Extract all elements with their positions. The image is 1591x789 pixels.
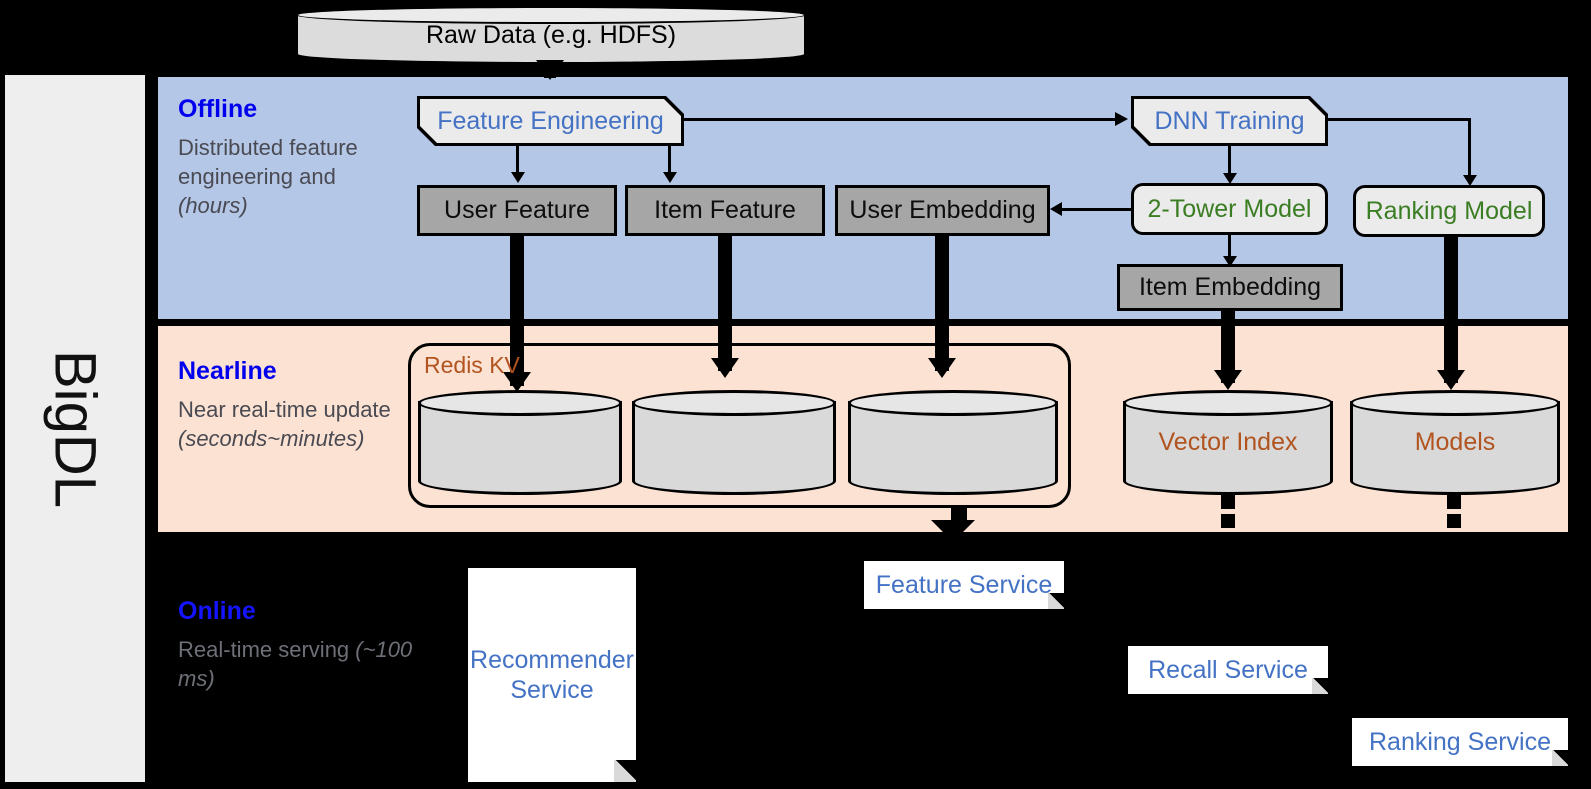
item-embedding-node[interactable]: Item Embedding bbox=[1117, 264, 1343, 311]
page-fold-icon bbox=[1048, 593, 1064, 609]
online-title: Online bbox=[178, 597, 256, 625]
pipe-userfeature-arrowhead bbox=[503, 372, 531, 392]
cylinder-top bbox=[632, 390, 836, 416]
redis-cylinder-user-feature bbox=[418, 390, 622, 495]
vector-index-label: Vector Index bbox=[1158, 428, 1298, 456]
ranking-model-label: Ranking Model bbox=[1365, 196, 1533, 225]
edge-fe-userfeature bbox=[516, 146, 519, 176]
edge-dnn-twotower-arrowhead bbox=[1223, 173, 1237, 184]
nearline-section-caption: Nearline Near real-time update (seconds~… bbox=[178, 357, 428, 453]
user-embedding-node[interactable]: User Embedding bbox=[835, 185, 1050, 236]
page-fold-icon bbox=[1552, 750, 1568, 766]
pipe-vectorindex-dash-2 bbox=[1221, 514, 1235, 528]
raw-data-label: Raw Data (e.g. HDFS) bbox=[425, 20, 677, 49]
offline-nearline-divider bbox=[158, 319, 1568, 326]
item-embedding-label: Item Embedding bbox=[1138, 273, 1322, 301]
pipe-userembedding-arrowhead bbox=[928, 358, 956, 378]
cylinder-body bbox=[848, 401, 1058, 495]
feature-service-label: Feature Service bbox=[875, 570, 1053, 599]
online-section-caption: Online Real-time serving (~100 ms) bbox=[178, 597, 428, 693]
cylinder-body bbox=[1350, 401, 1560, 495]
user-embedding-label: User Embedding bbox=[849, 196, 1036, 224]
pipe-userembedding-redis bbox=[935, 236, 949, 371]
redis-kv-label: Redis KV bbox=[424, 352, 520, 378]
bigdl-label: BigDL bbox=[42, 349, 108, 508]
item-feature-node[interactable]: Item Feature bbox=[625, 185, 825, 236]
pipe-rankingmodel-models bbox=[1444, 237, 1458, 383]
nearline-subtitle: Near real-time update (seconds~minutes) bbox=[178, 396, 391, 451]
recommender-service-label: Recommender Service bbox=[470, 645, 634, 705]
page-fold-icon bbox=[1312, 678, 1328, 694]
pipe-redis-featureservice-arrowhead bbox=[931, 520, 975, 542]
pipe-itemembedding-vectorindex bbox=[1221, 311, 1235, 383]
pipe-models-dash-2 bbox=[1447, 514, 1461, 528]
edge-dnn-rankingmodel-v bbox=[1468, 118, 1471, 180]
raw-data-cylinder: Raw Data (e.g. HDFS) bbox=[296, 6, 806, 64]
two-tower-model-label: 2-Tower Model bbox=[1147, 194, 1312, 223]
ranking-model-node[interactable]: Ranking Model bbox=[1353, 185, 1545, 237]
edge-twotower-userembedding-arrowhead bbox=[1050, 202, 1062, 216]
models-label: Models bbox=[1414, 428, 1496, 456]
nearline-online-divider bbox=[158, 532, 1568, 539]
cylinder-top bbox=[1350, 390, 1560, 416]
pipe-itemfeature-redis bbox=[718, 236, 732, 371]
feature-engineering-node[interactable]: Feature Engineering bbox=[417, 96, 684, 146]
edge-fe-itemfeature-arrowhead bbox=[663, 172, 677, 183]
edge-twotower-itemembedding-arrowhead bbox=[1223, 256, 1237, 267]
user-feature-node[interactable]: User Feature bbox=[417, 185, 617, 236]
dnn-training-node[interactable]: DNN Training bbox=[1131, 96, 1328, 146]
feature-service-node[interactable]: Feature Service bbox=[864, 561, 1064, 609]
pipe-vectorindex-dash-1 bbox=[1221, 495, 1235, 509]
vector-index-cylinder[interactable]: Vector Index bbox=[1123, 390, 1333, 495]
ranking-service-node[interactable]: Ranking Service bbox=[1352, 718, 1568, 766]
item-feature-label: Item Feature bbox=[654, 196, 796, 224]
nearline-title: Nearline bbox=[178, 357, 277, 385]
redis-kv-container bbox=[408, 343, 1071, 508]
cylinder-top bbox=[1123, 390, 1333, 416]
feature-engineering-label: Feature Engineering bbox=[420, 99, 681, 143]
online-subtitle: Real-time serving (~100 ms) bbox=[178, 636, 413, 691]
recall-service-label: Recall Service bbox=[1148, 655, 1308, 684]
ranking-service-label: Ranking Service bbox=[1368, 727, 1552, 756]
recommender-service-node[interactable]: Recommender Service bbox=[468, 568, 636, 782]
pipe-itemfeature-arrowhead bbox=[711, 358, 739, 378]
dnn-training-label: DNN Training bbox=[1134, 99, 1325, 143]
pipe-redis-featureservice-dash bbox=[951, 508, 967, 522]
edge-fe-itemfeature bbox=[668, 146, 671, 176]
edge-dnn-rankingmodel-arrowhead bbox=[1463, 175, 1477, 186]
cylinder-top bbox=[418, 390, 622, 416]
offline-title: Offline bbox=[178, 95, 258, 123]
edge-twotower-userembedding bbox=[1062, 208, 1134, 211]
cylinder-top bbox=[296, 6, 806, 24]
pipe-models-dash-1 bbox=[1447, 495, 1461, 509]
edge-dnn-twotower bbox=[1228, 146, 1231, 178]
offline-subtitle: Distributed feature engineering and (hou… bbox=[178, 134, 358, 218]
edge-fe-userfeature-arrowhead bbox=[511, 172, 525, 183]
bigdl-sidebar: BigDL bbox=[5, 75, 145, 782]
pipe-itemembedding-arrowhead bbox=[1214, 370, 1242, 390]
edge-fe-dnn-arrowhead bbox=[1115, 112, 1128, 126]
user-feature-label: User Feature bbox=[444, 196, 590, 224]
edge-twotower-itemembedding bbox=[1228, 235, 1231, 263]
pipe-rankingmodel-arrowhead bbox=[1437, 370, 1465, 390]
edge-fe-dnn bbox=[684, 118, 1115, 121]
recall-service-node[interactable]: Recall Service bbox=[1128, 646, 1328, 694]
models-cylinder[interactable]: Models bbox=[1350, 390, 1560, 495]
pipe-userfeature-redis bbox=[510, 236, 524, 386]
edge-dnn-rankingmodel-h bbox=[1328, 118, 1471, 121]
edge-rawdata-fe-arrowhead bbox=[536, 60, 564, 80]
page-fold-icon bbox=[614, 760, 636, 782]
redis-cylinder-user-embedding bbox=[848, 390, 1058, 495]
cylinder-top bbox=[848, 390, 1058, 416]
offline-section-caption: Offline Distributed feature engineering … bbox=[178, 95, 398, 220]
two-tower-model-node[interactable]: 2-Tower Model bbox=[1131, 183, 1328, 235]
redis-cylinder-item-feature bbox=[632, 390, 836, 495]
